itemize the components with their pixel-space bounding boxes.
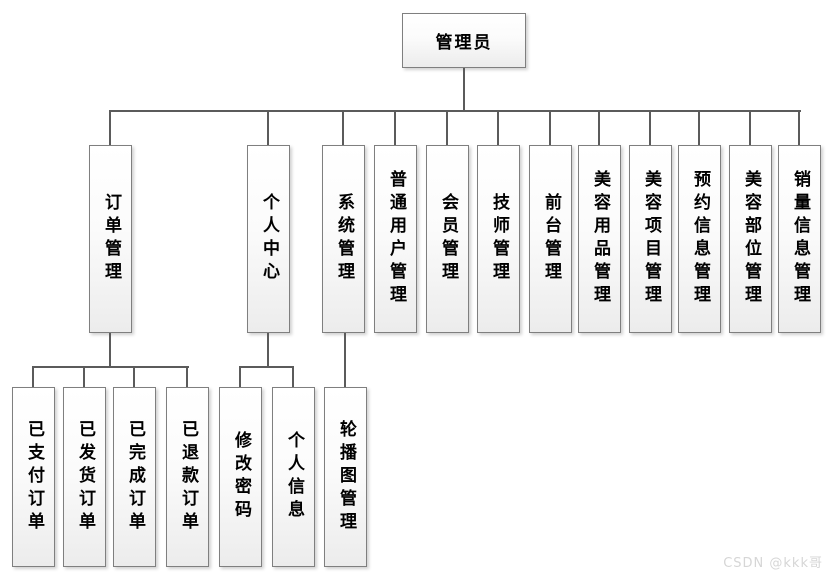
node-label: 已完成订单 [125, 419, 145, 535]
node-paid-orders: 已支付订单 [12, 387, 55, 567]
connector-order-stem [109, 333, 111, 366]
node-label: 轮播图管理 [336, 419, 356, 535]
connector-stub [186, 366, 188, 387]
node-label: 已退款订单 [178, 419, 198, 535]
node-appointment-info-mgmt: 预约信息管理 [678, 145, 721, 333]
node-order-mgmt: 订单管理 [89, 145, 132, 333]
node-label: 订单管理 [101, 193, 121, 285]
node-admin: 管理员 [402, 13, 526, 68]
node-personal-info: 个人信息 [272, 387, 315, 567]
node-regular-user-mgmt: 普通用户管理 [374, 145, 417, 333]
node-completed-orders: 已完成订单 [113, 387, 156, 567]
node-label: 修改密码 [231, 431, 251, 523]
node-sales-info-mgmt: 销量信息管理 [778, 145, 821, 333]
node-label: 美容用品管理 [590, 170, 610, 308]
node-refunded-orders: 已退款订单 [166, 387, 209, 567]
connector-stub [239, 366, 241, 387]
connector-stub [698, 110, 700, 145]
connector-personal-stem [267, 333, 269, 366]
node-beauty-projects-mgmt: 美容项目管理 [629, 145, 672, 333]
connector-stub [497, 110, 499, 145]
connector-order-branch [33, 366, 189, 368]
node-beauty-products-mgmt: 美容用品管理 [578, 145, 621, 333]
node-shipped-orders: 已发货订单 [63, 387, 106, 567]
node-label: 销量信息管理 [790, 170, 810, 308]
node-technician-mgmt: 技师管理 [477, 145, 520, 333]
connector-stub [749, 110, 751, 145]
connector-stub [649, 110, 651, 145]
node-label: 前台管理 [541, 193, 561, 285]
node-label: 已支付订单 [24, 419, 44, 535]
connector-stub [83, 366, 85, 387]
connector-stub [292, 366, 294, 387]
node-label: 个人信息 [284, 431, 304, 523]
node-label: 预约信息管理 [690, 170, 710, 308]
node-frontdesk-mgmt: 前台管理 [529, 145, 572, 333]
node-label: 系统管理 [334, 193, 354, 285]
node-carousel-mgmt: 轮播图管理 [324, 387, 367, 567]
node-personal-center: 个人中心 [247, 145, 290, 333]
node-label: 已发货订单 [75, 419, 95, 535]
node-change-password: 修改密码 [219, 387, 262, 567]
node-admin-label: 管理员 [435, 33, 493, 53]
node-label: 普通用户管理 [386, 170, 406, 308]
csdn-watermark: CSDN @kkk哥 [723, 556, 823, 571]
connector-stub [394, 110, 396, 145]
node-label: 技师管理 [489, 193, 509, 285]
node-label: 美容项目管理 [641, 170, 661, 308]
connector-trunk [110, 110, 801, 112]
connector-stub [32, 366, 34, 387]
connector-stub [133, 366, 135, 387]
connector-system-stem [344, 333, 346, 387]
node-system-mgmt: 系统管理 [322, 145, 365, 333]
connector-stub [342, 110, 344, 145]
connector-stub [267, 110, 269, 145]
connector-stub [446, 110, 448, 145]
node-label: 个人中心 [259, 193, 279, 285]
connector-stub [109, 110, 111, 145]
connector-stub [798, 110, 800, 145]
connector-root-stem [463, 68, 465, 111]
node-member-mgmt: 会员管理 [426, 145, 469, 333]
node-beauty-parts-mgmt: 美容部位管理 [729, 145, 772, 333]
node-label: 美容部位管理 [741, 170, 761, 308]
connector-personal-branch [240, 366, 294, 368]
node-label: 会员管理 [438, 193, 458, 285]
connector-stub [598, 110, 600, 145]
connector-stub [549, 110, 551, 145]
